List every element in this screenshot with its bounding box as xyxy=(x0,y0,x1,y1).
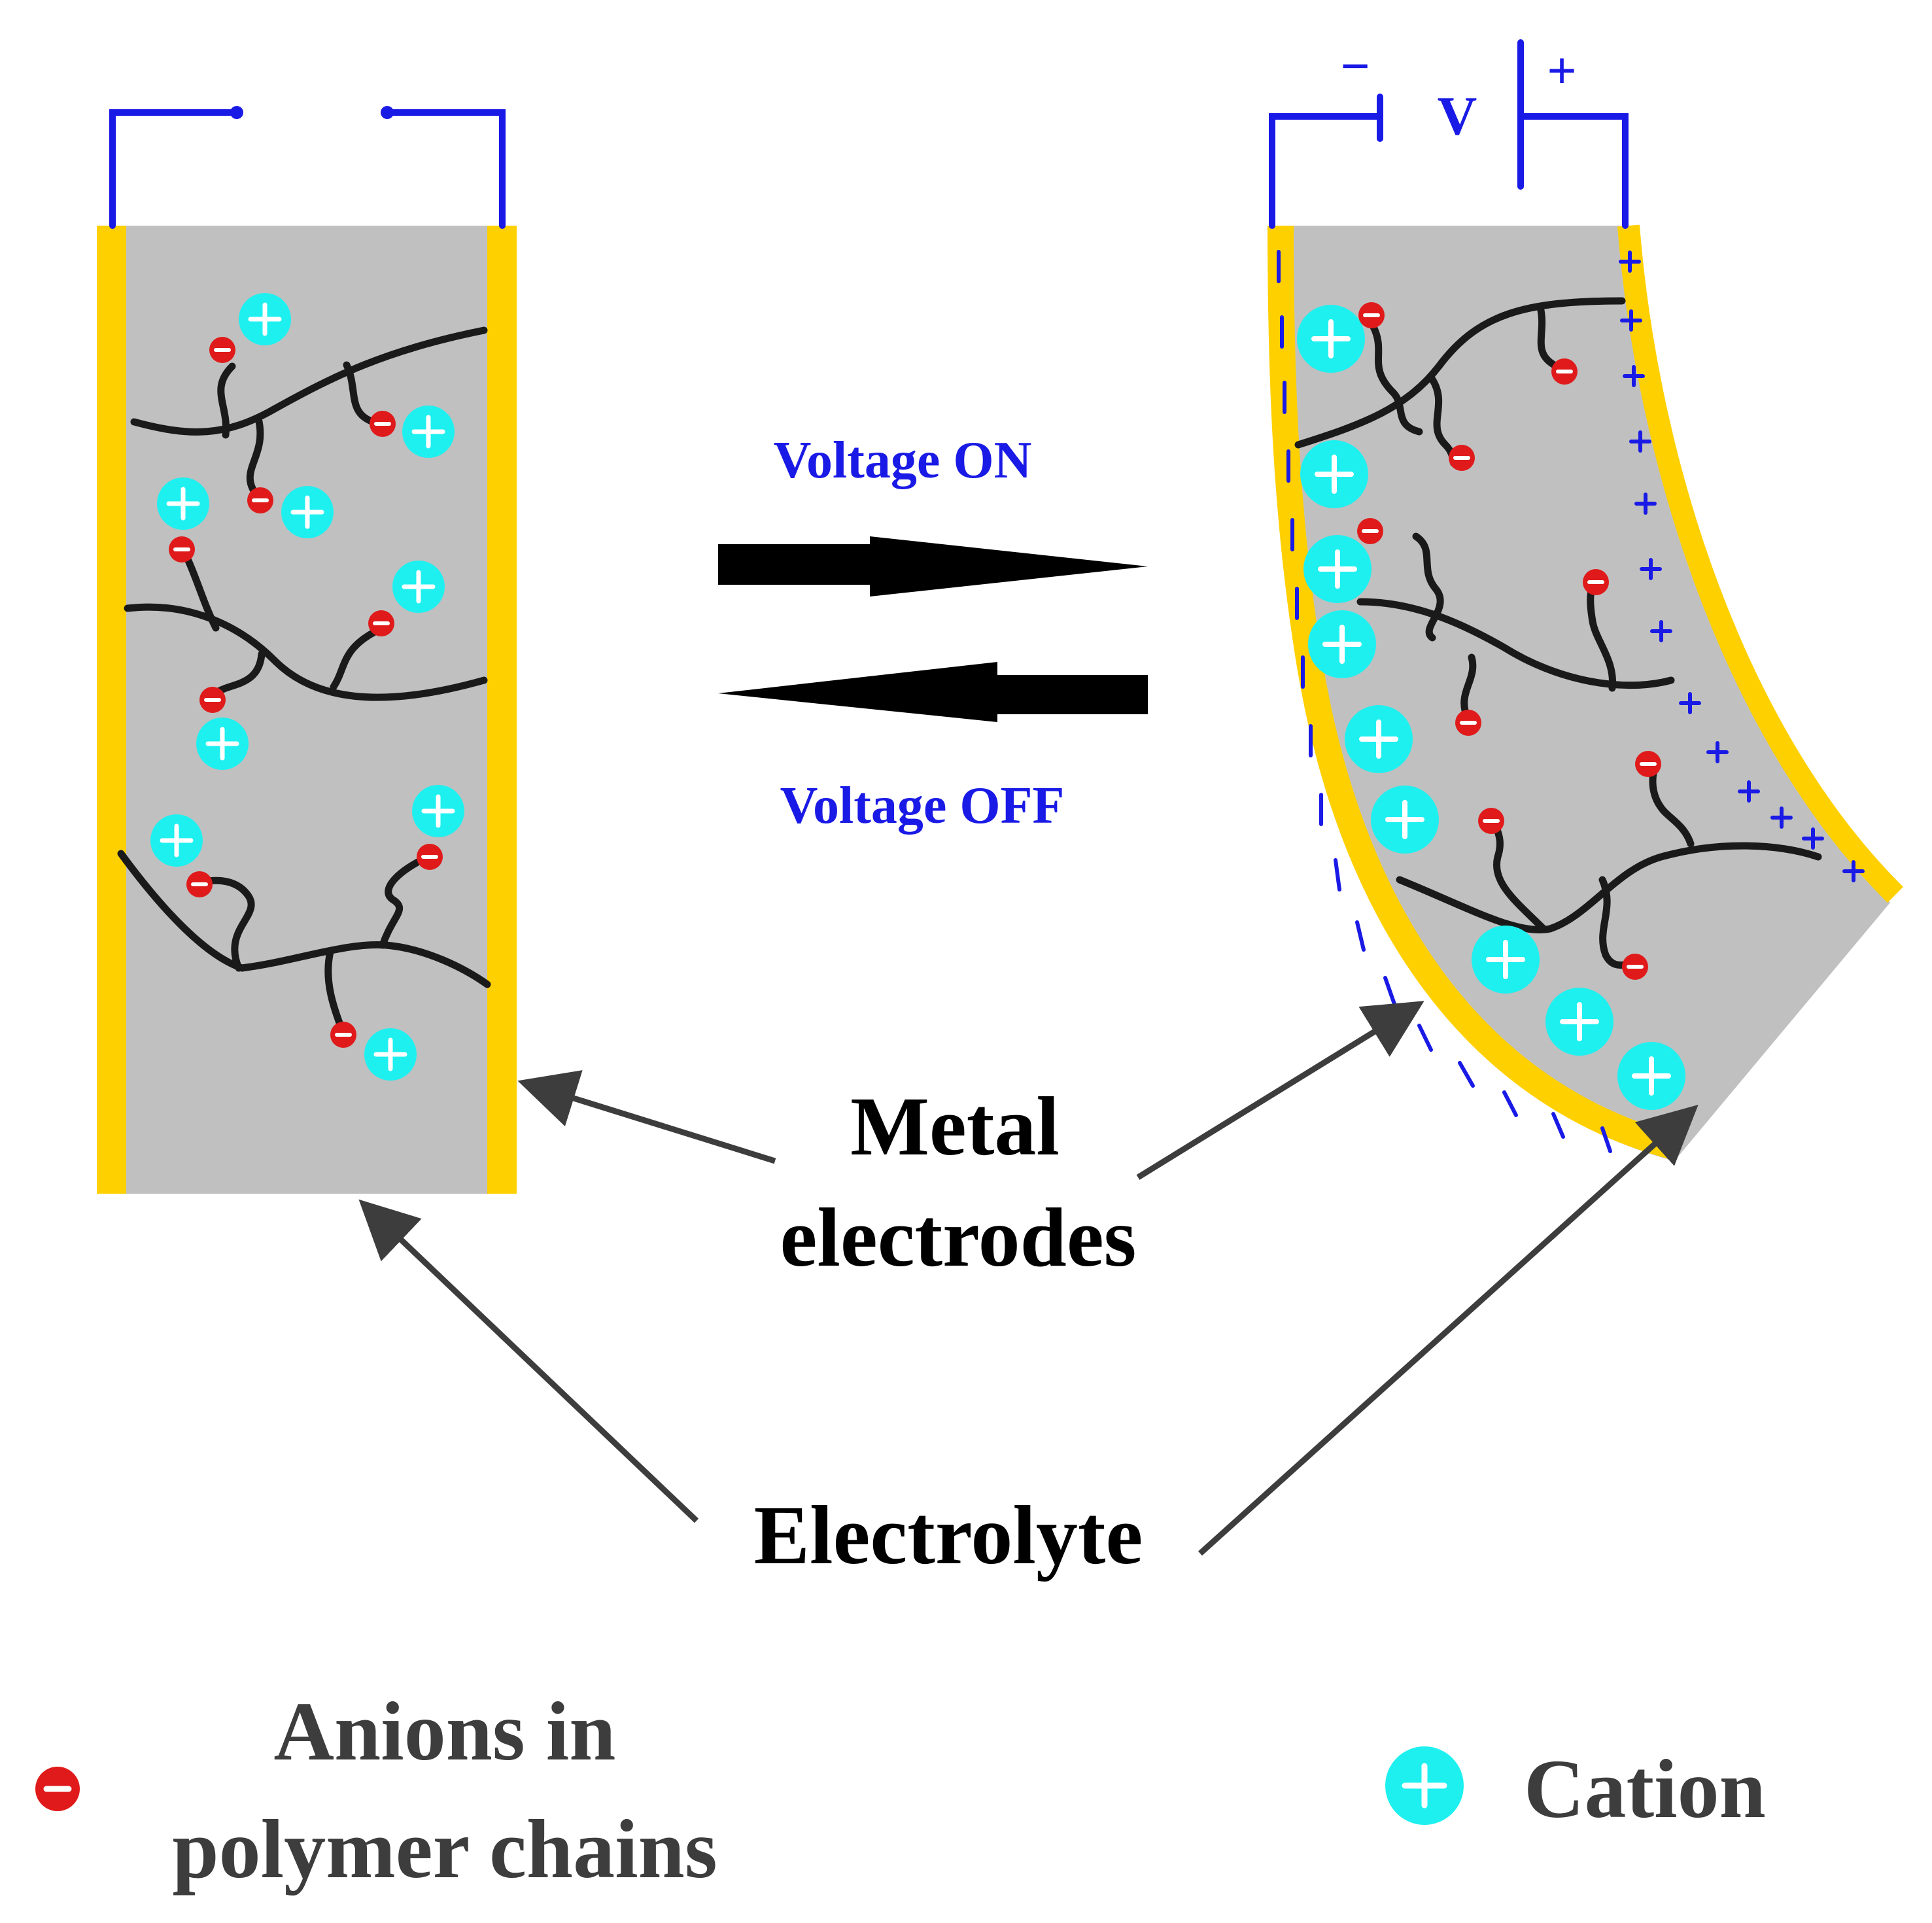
callouts: Metal electrodes Electrolyte xyxy=(358,1001,1699,1582)
anion-legend-label-line1: Anions in xyxy=(274,1685,616,1778)
battery-circuit xyxy=(1269,39,1629,229)
positive-charge-marks xyxy=(1619,251,1865,882)
electrode-positive-on xyxy=(1617,224,1903,903)
polymer-chains-off xyxy=(117,326,491,1037)
electrode-left-off xyxy=(97,226,126,1194)
anion-legend-label-line2: polymer chains xyxy=(172,1803,717,1896)
switch-contact-right xyxy=(381,106,394,119)
electrolyte-layer-off xyxy=(98,226,517,1194)
metal-electrodes-label-line2: electrodes xyxy=(780,1191,1137,1284)
actuator-off xyxy=(97,106,517,1194)
negative-charge-marks xyxy=(1277,250,1612,1153)
battery-minus-label: − xyxy=(1340,38,1370,95)
voltage-on-label: Voltage ON xyxy=(774,432,1032,489)
electrolyte-label: Electrolyte xyxy=(754,1489,1143,1582)
battery-plus-label: + xyxy=(1547,43,1577,100)
legend: Anions in polymer chains Cation xyxy=(35,1685,1766,1896)
electrolyte-pointers xyxy=(358,1104,1699,1556)
voltage-toggle: Voltage ON Voltage OFF xyxy=(718,432,1148,835)
battery-voltage-label: V xyxy=(1438,86,1477,147)
open-circuit-wires xyxy=(109,109,506,229)
electrode-negative-on xyxy=(1268,225,1675,1159)
metal-electrodes-label-line1: Metal xyxy=(850,1080,1060,1173)
cation-legend-icon xyxy=(1385,1746,1464,1825)
actuator-on: − V + xyxy=(1268,38,1903,1161)
cation-legend-label: Cation xyxy=(1524,1742,1766,1835)
metal-electrodes-pointers xyxy=(517,1001,1424,1180)
anion-legend-icon xyxy=(35,1767,80,1811)
switch-contact-left xyxy=(230,106,243,119)
voltage-on-arrow xyxy=(718,536,1148,597)
electrode-right-off xyxy=(487,226,517,1194)
voltage-off-arrow xyxy=(718,662,1148,722)
voltage-off-label: Voltage OFF xyxy=(780,777,1065,835)
electrolyte-layer-on xyxy=(1272,226,1890,1161)
